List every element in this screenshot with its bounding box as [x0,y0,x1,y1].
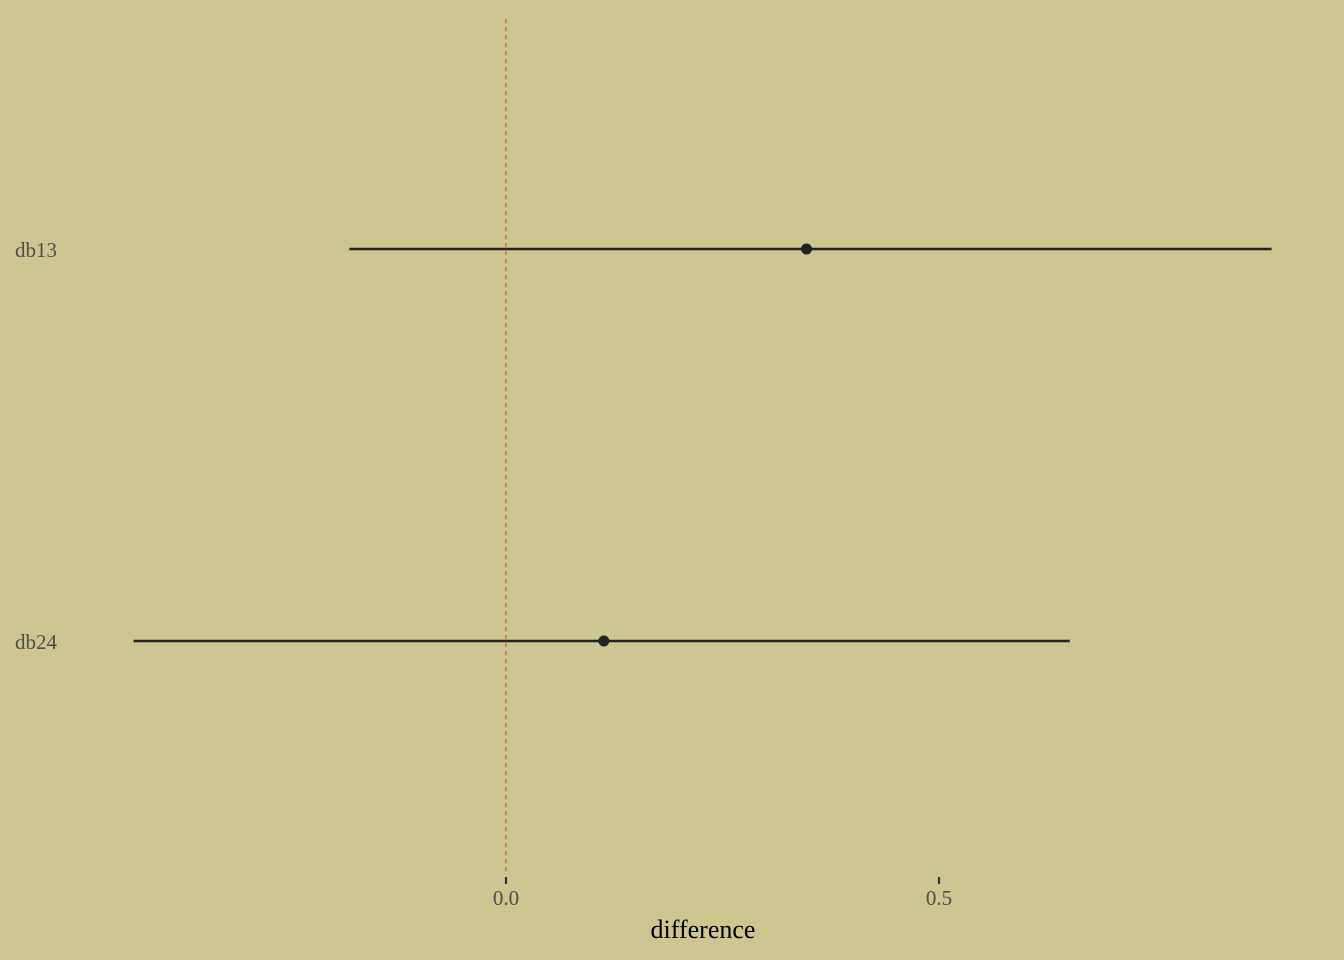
x-axis: 0.0 0.5 [493,877,952,910]
y-axis-labels: db13 db24 [15,238,58,654]
y-label-db24: db24 [15,630,58,654]
point-db24 [598,635,610,647]
y-label-db13: db13 [15,238,57,262]
x-tick-label: 0.5 [926,886,952,910]
point-db13 [801,243,813,255]
x-tick-label: 0.0 [493,886,519,910]
x-axis-title: difference [651,915,756,944]
interval-layer [133,243,1272,647]
